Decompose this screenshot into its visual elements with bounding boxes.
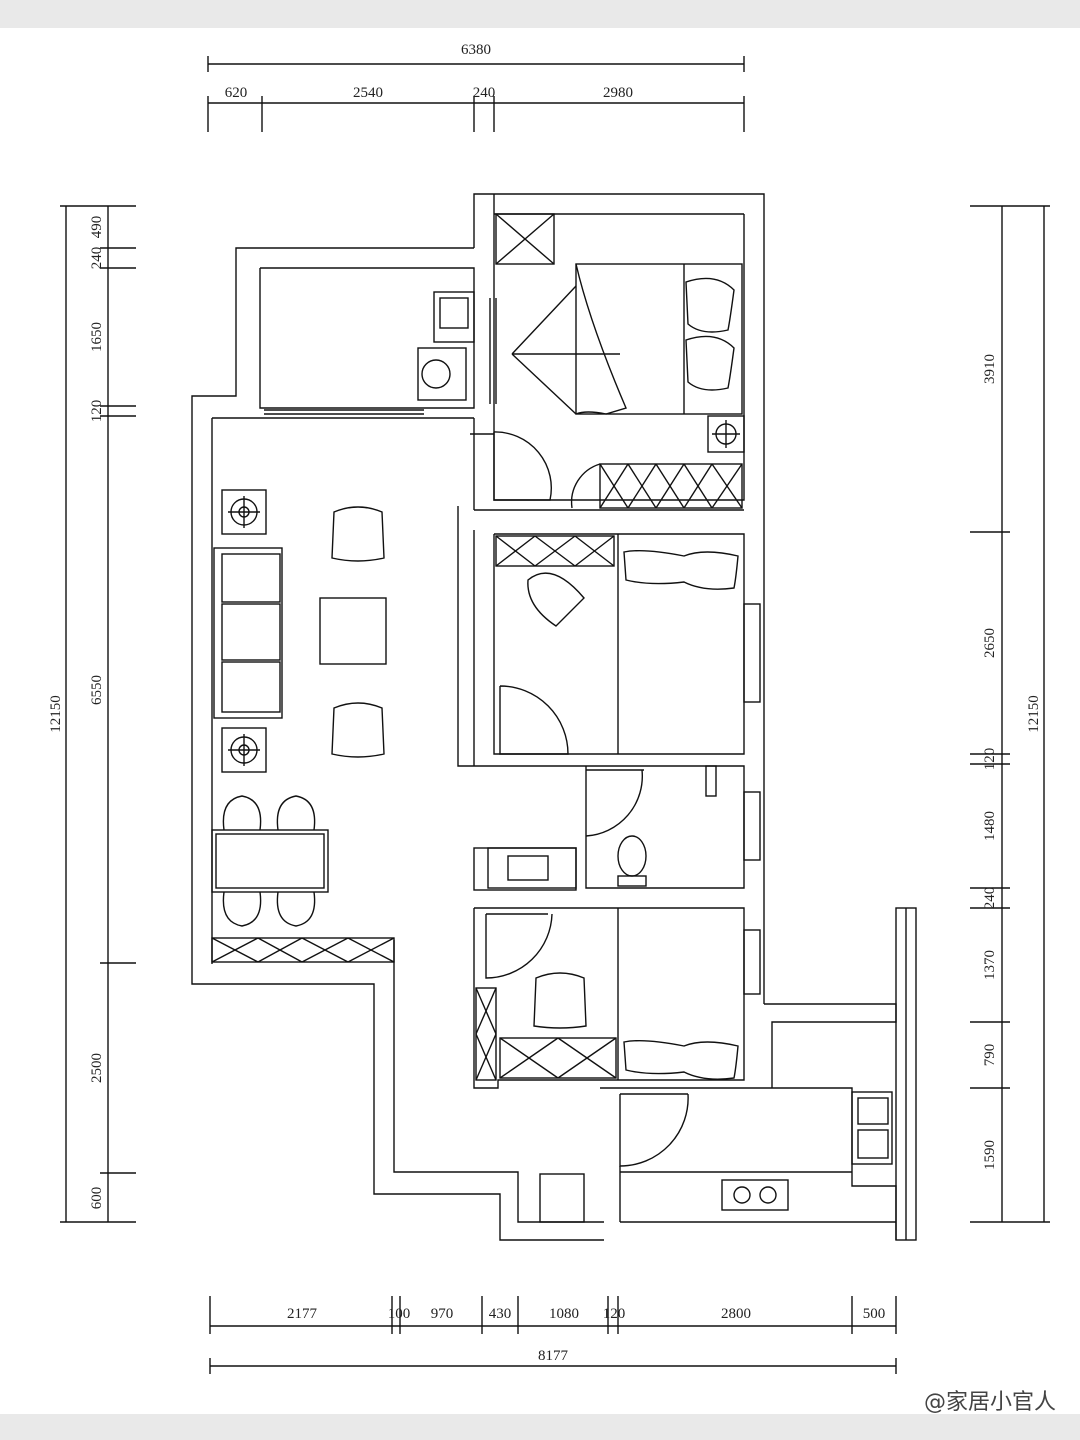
top-dimension-lines [207, 56, 745, 132]
dim-right-7: 790 [982, 1044, 998, 1067]
dim-left-6: 2500 [89, 1053, 105, 1083]
dim-left-1: 490 [89, 216, 105, 239]
dining-chair-icon [276, 795, 316, 831]
utility-balcony [264, 291, 497, 415]
dim-right-4: 1480 [982, 811, 998, 841]
dim-bottom-2: 100 [388, 1306, 411, 1322]
door-swing-icon [585, 769, 644, 837]
dimension-labels: 6380 620 2540 240 2980 12150 490 240 165… [48, 42, 1042, 1364]
pillow-icon [623, 549, 739, 590]
stove-icon [721, 1179, 789, 1211]
watermark: @家居小官人 [923, 1390, 1056, 1415]
window-icon [743, 791, 761, 861]
dim-bottom-4: 430 [489, 1306, 512, 1322]
dim-top-1: 620 [225, 85, 248, 101]
coffee-table-icon [319, 597, 387, 665]
wardrobe-icon [499, 1037, 617, 1079]
second-bedroom [457, 506, 761, 767]
dim-left-total: 12150 [48, 695, 64, 733]
floor-lamp-icon [221, 727, 267, 773]
desk-chair-icon [533, 972, 587, 1029]
armchair-icon [331, 506, 385, 562]
armchair-icon [331, 702, 385, 758]
wardrobe-icon [599, 463, 743, 509]
dim-bottom-3: 970 [431, 1306, 454, 1322]
living-dining-area [211, 418, 744, 963]
dim-left-5: 6550 [89, 675, 105, 705]
right-dimension-lines [970, 205, 1050, 1223]
door-swing-icon [619, 1093, 689, 1167]
floor-lamp-icon [221, 489, 267, 535]
dim-left-3: 1650 [89, 322, 105, 352]
wardrobe-icon [475, 987, 497, 1081]
wardrobe-icon [495, 213, 555, 265]
bottom-dimension-lines [209, 1296, 897, 1374]
pillow-icon [623, 1039, 739, 1080]
dim-right-6: 1370 [982, 950, 998, 980]
dim-left-7: 600 [89, 1187, 105, 1210]
dim-right-8: 1590 [982, 1140, 998, 1170]
dining-chair-icon [222, 795, 262, 831]
dim-top-total: 6380 [461, 42, 491, 58]
dim-left-2: 240 [89, 247, 105, 270]
door-swing-icon [493, 431, 553, 501]
dim-top-2: 2540 [353, 85, 383, 101]
dim-right-5: 240 [982, 887, 998, 910]
kitchen-sink-icon [851, 1091, 893, 1165]
third-bedroom [473, 907, 761, 1089]
shower-icon [705, 765, 717, 797]
wardrobe-icon [495, 535, 615, 567]
sideboard-icon [211, 937, 395, 963]
bathroom [473, 765, 761, 891]
dim-right-total: 12150 [1026, 695, 1042, 733]
dim-top-3: 240 [473, 85, 496, 101]
window-icon [743, 929, 761, 995]
exterior-walls [191, 193, 765, 1241]
door-swing-icon [499, 685, 569, 755]
master-bedroom [470, 194, 745, 509]
desk-chair-icon [527, 572, 585, 627]
dim-bottom-8: 500 [863, 1306, 886, 1322]
vanity-sink-icon [473, 847, 577, 891]
dim-left-4: 120 [89, 400, 105, 423]
toilet-icon [617, 835, 647, 877]
double-bed-icon [575, 263, 743, 415]
floor-plan: 6380 620 2540 240 2980 12150 490 240 165… [48, 42, 1050, 1374]
laundry-sink-icon [433, 291, 475, 343]
door-swing-icon [485, 913, 553, 979]
dim-right-2: 2650 [982, 628, 998, 658]
left-dimension-lines [60, 205, 136, 1223]
dim-right-1: 3910 [982, 354, 998, 384]
dim-bottom-5: 1080 [549, 1306, 579, 1322]
sofa-icon [213, 547, 283, 719]
pillow-icon [685, 335, 735, 391]
kitchen [539, 907, 917, 1241]
nightstand-lamp-icon [707, 415, 745, 453]
dim-right-3: 120 [982, 748, 998, 771]
dim-bottom-1: 2177 [287, 1306, 318, 1322]
pillow-icon [685, 277, 735, 333]
drawing-sheet: 6380 620 2540 240 2980 12150 490 240 165… [0, 28, 1080, 1415]
dining-table-icon [211, 829, 329, 893]
washing-machine-icon [417, 347, 467, 401]
window-icon [743, 603, 761, 703]
dining-chair-icon [222, 891, 262, 927]
dining-chair-icon [276, 891, 316, 927]
shoe-stool-icon [539, 1173, 585, 1223]
dim-bottom-total: 8177 [538, 1348, 569, 1364]
dim-top-4: 2980 [603, 85, 633, 101]
dim-bottom-7: 2800 [721, 1306, 751, 1322]
dim-bottom-6: 120 [603, 1306, 626, 1322]
